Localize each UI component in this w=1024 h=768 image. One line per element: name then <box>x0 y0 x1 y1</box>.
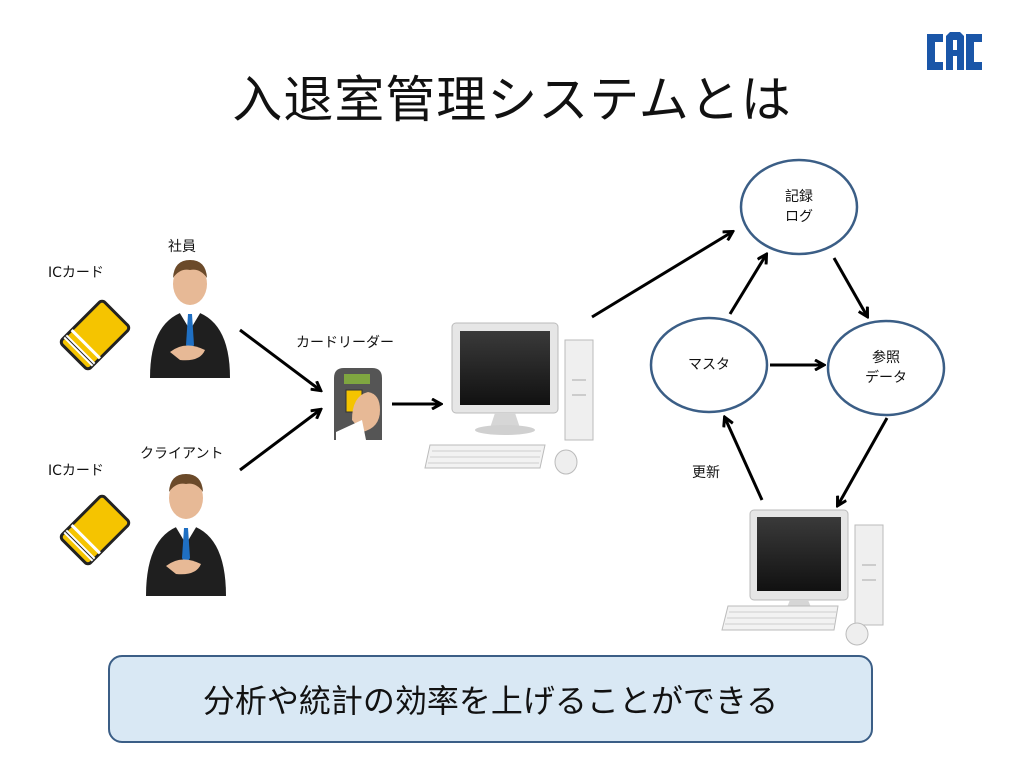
arrow-pc2-to-master <box>725 418 764 501</box>
reference-node-text: 参照 データ <box>828 321 944 415</box>
master-node-text: マスタ <box>651 318 767 412</box>
log-node-line1: 記録 <box>785 189 813 205</box>
computer-icon <box>721 509 884 646</box>
client-label: クライアント <box>140 446 224 462</box>
flow-arrows <box>239 232 889 505</box>
log-node <box>739 158 859 256</box>
arrow-employee-to-reader <box>239 328 320 390</box>
master-node-label: マスタ <box>688 357 730 373</box>
master-node <box>649 316 769 414</box>
cac-logo <box>927 32 982 70</box>
log-node-line2: ログ <box>785 209 813 225</box>
update-label: 更新 <box>692 465 720 481</box>
employee-person-icon <box>150 260 230 378</box>
log-node-text: 記録 ログ <box>741 160 857 254</box>
ic-card-icon <box>59 299 131 371</box>
card-reader-icon <box>334 368 382 440</box>
arrow-pc-to-log <box>591 232 732 319</box>
reference-node-line2: データ <box>865 370 907 386</box>
arrow-client-to-reader <box>239 410 320 472</box>
reference-node <box>826 319 946 417</box>
card-reader-label: カードリーダー <box>296 335 394 351</box>
ic-card-icon <box>59 494 131 566</box>
summary-banner: 分析や統計の効率を上げることができる <box>108 655 873 743</box>
arrow-master-to-log <box>728 255 766 315</box>
arrow-log-to-reference <box>832 257 867 316</box>
page-title: 入退室管理システムとは <box>232 71 792 129</box>
employee-label: 社員 <box>168 239 196 255</box>
ic-card-label: ICカード <box>48 265 104 281</box>
reference-node-line1: 参照 <box>872 350 900 366</box>
ic-card-label: ICカード <box>48 463 104 479</box>
computer-icon <box>424 322 594 475</box>
arrow-reference-to-pc2 <box>838 417 889 505</box>
client-person-icon <box>146 474 226 596</box>
